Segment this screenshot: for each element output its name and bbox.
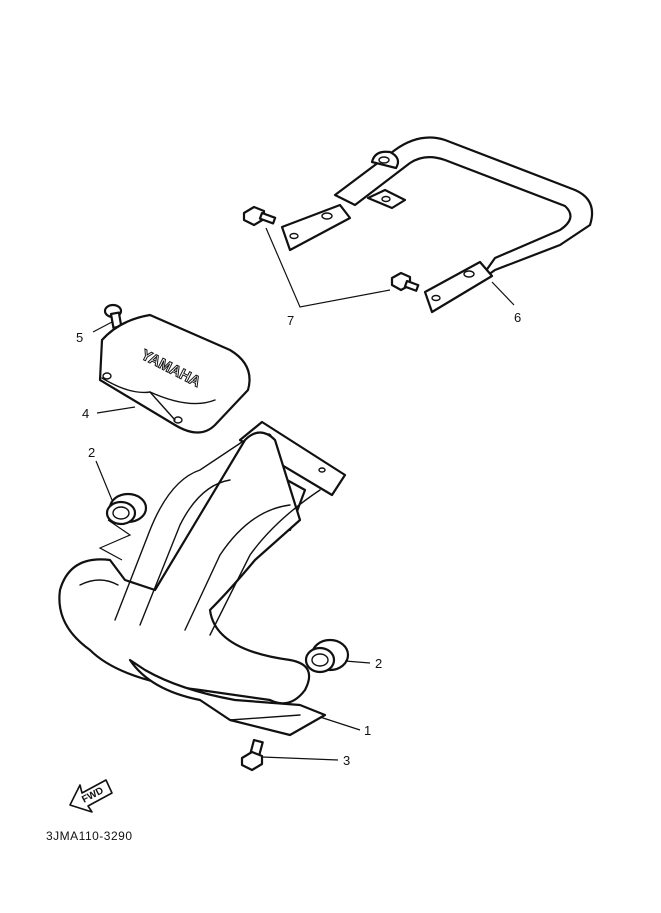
leader-2-lower <box>344 660 371 664</box>
callout-4: 4 <box>82 406 89 421</box>
fwd-arrow-icon: FWD <box>69 779 113 813</box>
flange-bolt <box>240 738 264 772</box>
leader-2-upper-zigzag <box>98 519 132 561</box>
callout-7: 7 <box>287 313 294 328</box>
callout-5: 5 <box>76 330 83 345</box>
bolt-upper <box>242 205 277 227</box>
front-bumper <box>58 420 347 737</box>
callout-2-lower: 2 <box>375 656 382 671</box>
callout-3: 3 <box>343 753 350 768</box>
leader-7 <box>265 227 391 308</box>
drawing-code: 3JMA110-3290 <box>46 829 133 843</box>
leader-6 <box>491 281 515 306</box>
grab-bar <box>280 136 594 314</box>
bushing-upper <box>105 492 148 526</box>
leader-2-upper <box>95 460 113 501</box>
callout-1: 1 <box>364 723 371 738</box>
bushing-lower <box>304 638 350 674</box>
callout-2-upper: 2 <box>88 445 95 460</box>
leader-4 <box>96 406 136 414</box>
callout-6: 6 <box>514 310 521 325</box>
leader-5 <box>92 321 113 333</box>
bolt-lower <box>390 271 420 292</box>
bumper-cover: YAMAHA <box>98 313 251 434</box>
leader-1 <box>319 716 361 731</box>
leader-3 <box>261 756 339 761</box>
